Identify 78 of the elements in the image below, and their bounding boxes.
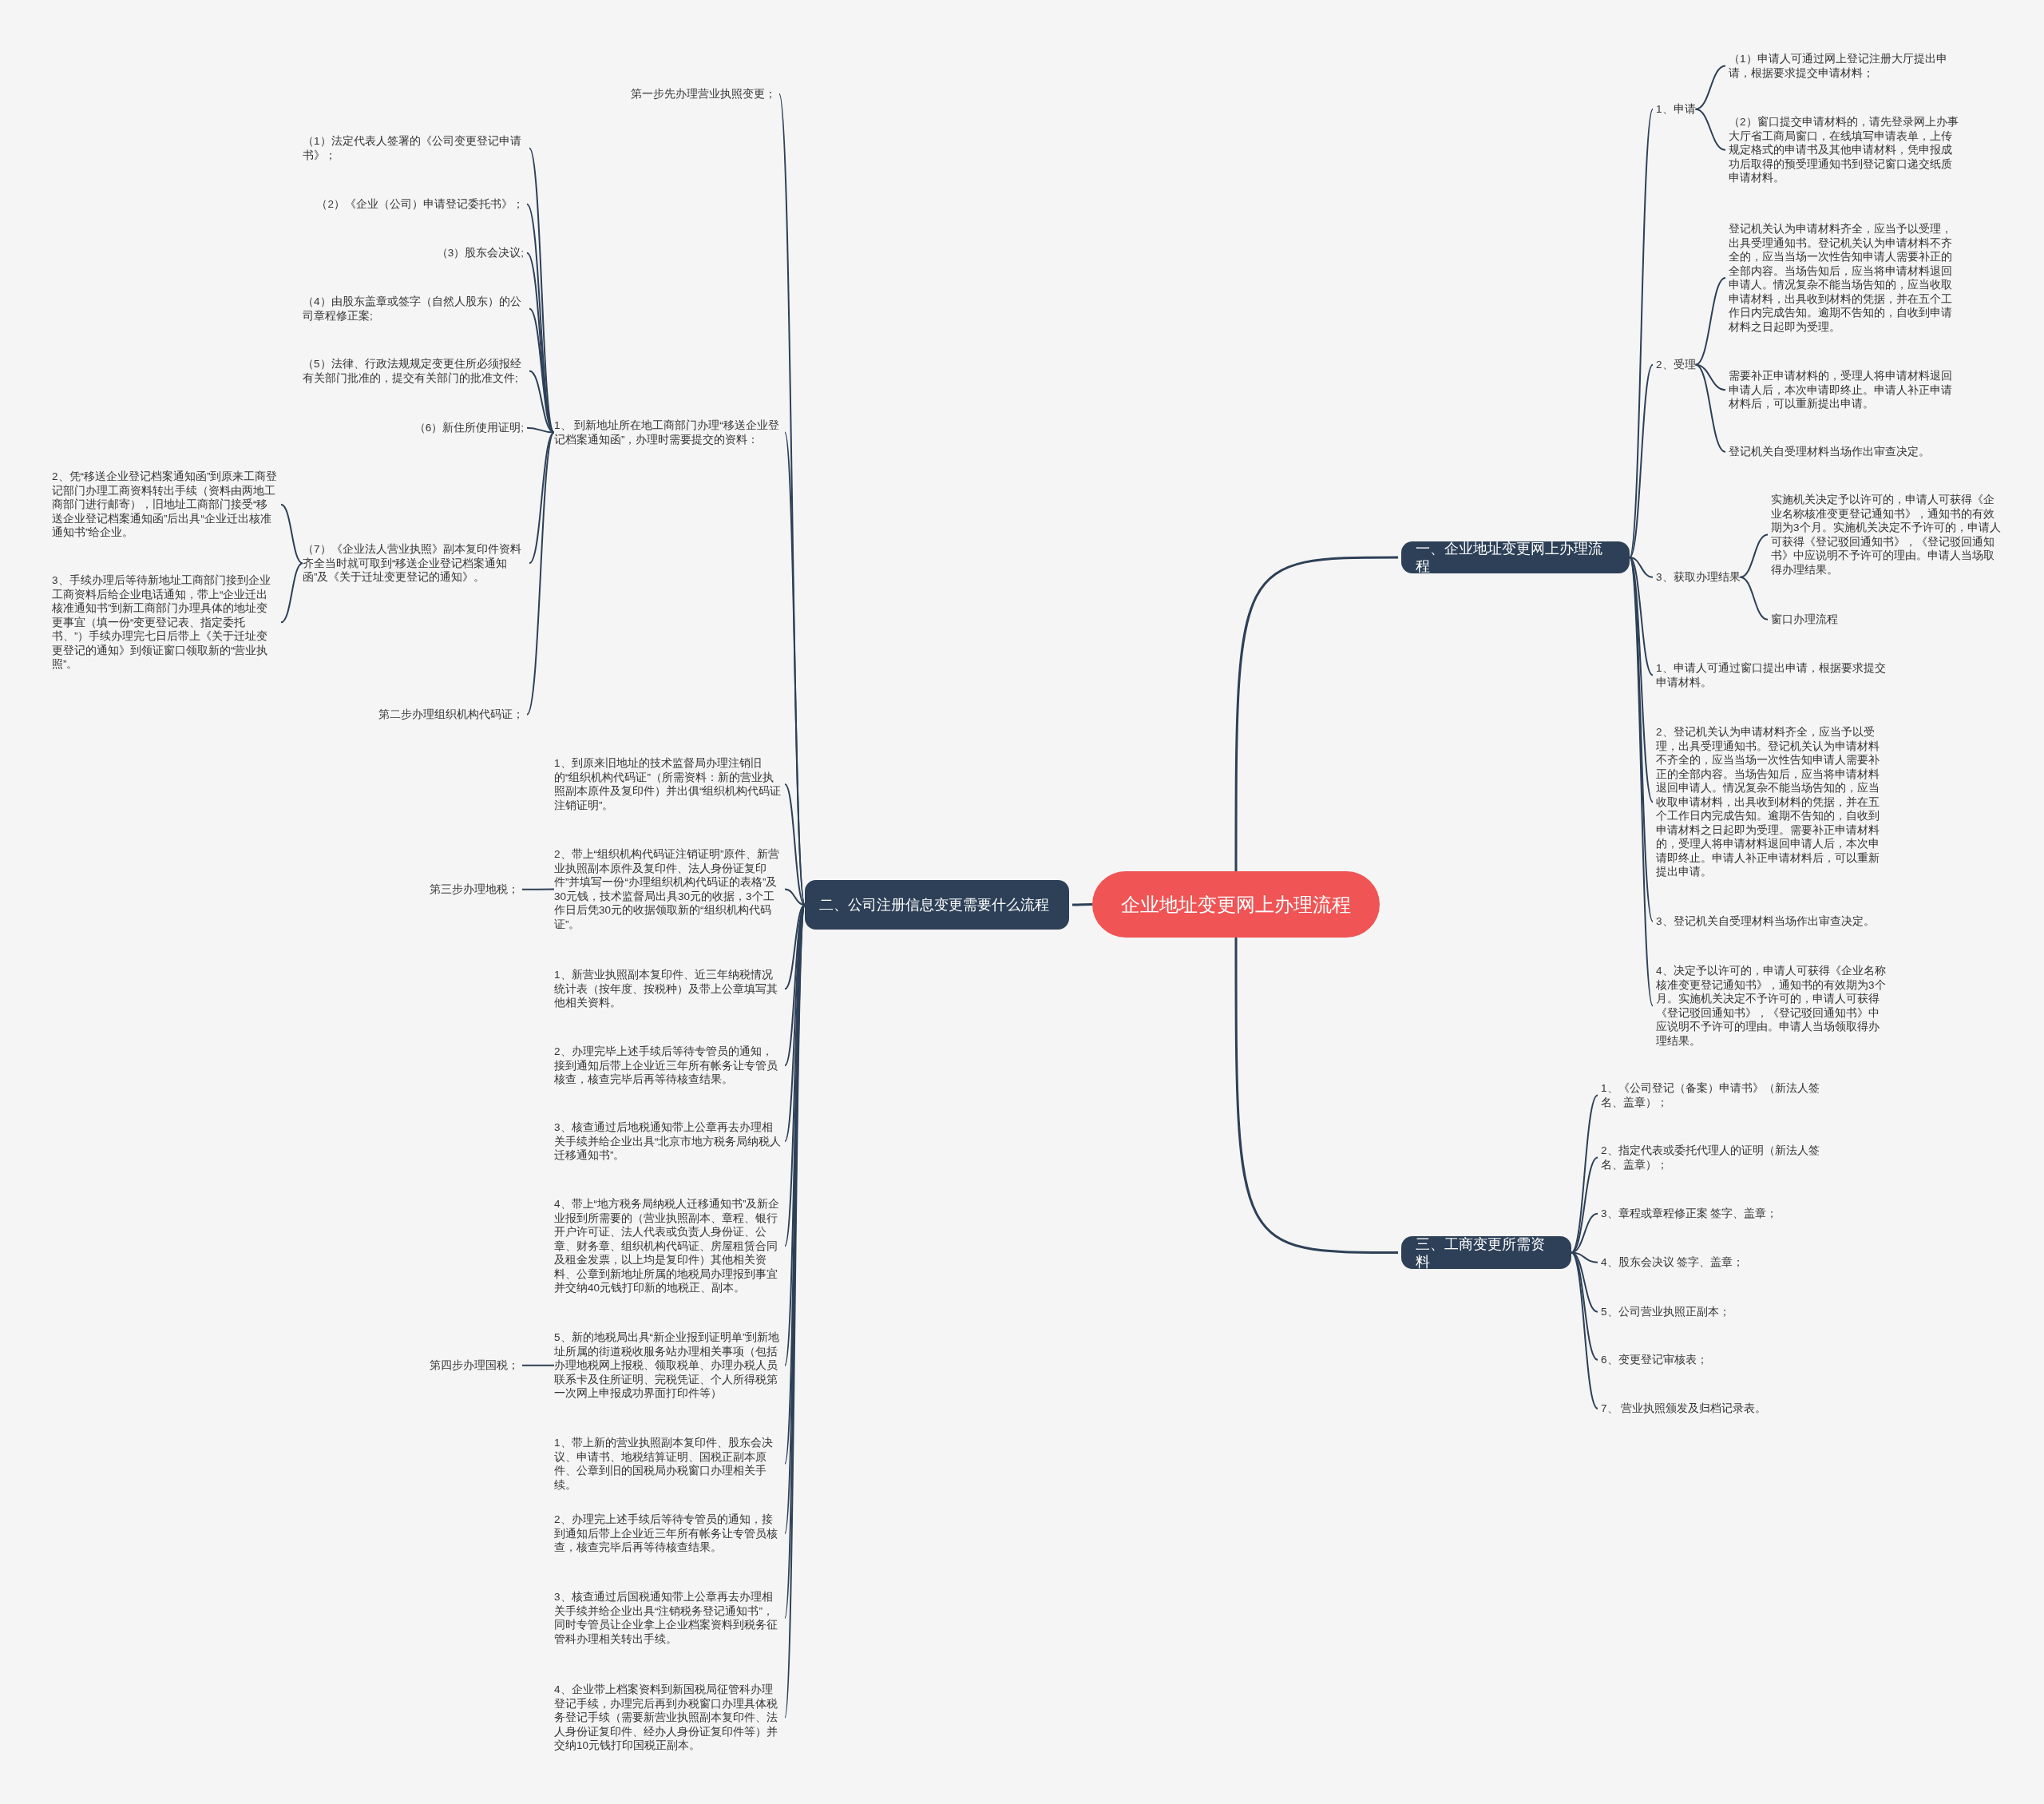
connector-line [521, 1364, 555, 1366]
subtopic-text: 登记机关自受理材料当场作出审查决定。 [1729, 445, 1930, 459]
subtopic-text: 第四步办理国税； [430, 1358, 519, 1373]
connector-line [521, 888, 555, 890]
connector-line [526, 203, 555, 434]
subtopic-text: 6、变更登记审核表； [1601, 1353, 1708, 1367]
connector-line [1739, 576, 1769, 620]
connector-line [1739, 533, 1769, 578]
subtopic-text: （2）《企业（公司）申请登记委托书》； [316, 197, 524, 212]
subtopic-text: （7）《企业法人营业执照》副本复印件资料齐全当时就可取到“移送企业登记档案通知函”及《关于迁址变更登记的通知》。 [303, 542, 526, 585]
subtopic-text: 2、凭“移送企业登记档案通知函”到原来工商登记部门办理工商资料转出手续（资料由两地工商部门进行邮寄），旧地址工商部门接受“移送企业登记档案通知函”后出具“企业迁出核准通知书”给企业。 [52, 470, 278, 540]
connector-line [280, 562, 303, 624]
subtopic-text: 4、带上“地方税务局纳税人迁移通知书”及新企业报到所需要的（营业执照副本、章程、银行开户许可证、法人代表或负责人身份证、公章、财务章、组织机构代码证、房屋租赁合同及租金发票，以上均是复印件）其他相关资料、公章到新地址所属的地税局办理报到事宜并交纳40元钱打印新的地税正、副本。 [554, 1197, 782, 1295]
connector-line [784, 904, 806, 990]
subtopic-text: 3、核查通过后国税通知带上公章再去办理相关手续并给企业出具“注销税务登记通知书”，同时专管员让企业拿上企业档案资料到税务征管科办理相关转出手续。 [554, 1590, 782, 1646]
subtopic-text: 3、核查通过后地税通知带上公章再去办理相关手续并给企业出具“北京市地方税务局纳税人迁移通知书”。 [554, 1120, 782, 1163]
subtopic-text: 5、新的地税局出具“新企业报到证明单”到新地址所属的街道税收服务站办理相关事项（包括办理地税网上报税、领取税单、办理办税人员联系卡及住所证明、完税凭证、个人所得税第一次网上申报成功界面打印件等） [554, 1330, 782, 1401]
subtopic-text: 2、带上“组织机构代码证注销证明”原件、新营业执照副本原件及复印件、法人身份证复印件”并填写一份“办理组织机构代码证的表格”及30元钱，技术监督局出具30元的收据，3个工作日后凭30元的收据领取新的“组织机构代码证”。 [554, 847, 782, 931]
subtopic-text: 1、带上新的营业执照副本复印件、股东会决议、申请书、地税结算证明、国税正副本原件、公章到旧的国税局办税窗口办理相关手续。 [554, 1436, 782, 1492]
connector-line [1694, 363, 1726, 453]
subtopic-text: 2、办理完上述手续后等待专管员的通知，接到通知后带上企业近三年所有帐务让专管员核查，核查完毕后再等待核查结果。 [554, 1513, 782, 1555]
connector-line [1629, 557, 1654, 578]
subtopic-text: 第三步办理地税； [430, 882, 519, 897]
subtopic-text: 需要补正申请材料的，受理人将申请材料退回申请人后，本次申请即终止。申请人补正申请材料后，可以重新提出申请。 [1729, 369, 1960, 411]
connector-line [1234, 938, 1398, 1254]
subtopic-text: 3、章程或章程修正案 签字、盖章； [1601, 1207, 1778, 1221]
central-topic: 企业地址变更网上办理流程 [1092, 871, 1380, 938]
subtopic-text: 3、手续办理后等待新地址工商部门接到企业工商资料后给企业电话通知，带上“企业迁出核准通知书”到新工商部门办理具体的地址变更事宜（填一份“变更登记表、指定委托书、”）手续办理完七日后带上《关于迁址变更登记的通知》到领证窗口领取新的“营业执照”。 [52, 573, 278, 672]
connector-line [526, 431, 555, 716]
subtopic-text: 1、申请人可通过窗口提出申请，根据要求提交申请材料。 [1656, 661, 1888, 689]
connector-line [1694, 277, 1726, 366]
connector-line [1629, 363, 1654, 558]
subtopic-text: 2、指定代表或委托代理人的证明（新法人签名、盖章）； [1601, 1144, 1832, 1172]
subtopic-text: 5、公司营业执照正副本； [1601, 1305, 1730, 1319]
subtopic-text: 2、登记机关认为申请材料齐全，应当予以受理，出具受理通知书。登记机关认为申请材料不齐全的，应当当场一次性告知申请人需要补正的全部内容。当场告知后，应当将申请材料退回申请人。情况复杂不能当场告知的，应当收取申请材料，出具收到材料的凭据，并在五个工作日内完成告知。逾期不告知的，自收到申请材料之日起即为受理。需要补正申请材料的，受理人将申请材料退回申请人后，本次申请即终止。申请人补正申请材料后，可以重新提出申请。 [1656, 725, 1888, 879]
subtopic-text: 4、决定予以许可的，申请人可获得《企业名称核准变更登记通知书》，通知书的有效期为3个月。实施机关决定不予许可的，申请人可获得《登记驳回通知书》，《登记驳回通知书》中应说明不予许可的理由。申请人当场领取得办理结果。 [1656, 964, 1888, 1048]
subtopic-text: 第一步先办理营业执照变更； [631, 87, 776, 101]
connector-line [784, 431, 806, 906]
subtopic-text: 7、 营业执照颁发及归档记录表。 [1601, 1402, 1767, 1416]
subtopic-text: 实施机关决定予以许可的，申请人可获得《企业名称核准变更登记通知书》，通知书的有效期为3个月。实施机关决定不予许可的，申请人可获得《登记驳回通知书》，《登记驳回通知书》中应说明不予许可的理由。申请人当场取得办理结果。 [1771, 493, 2002, 577]
subtopic-text: 窗口办理流程 [1771, 613, 1838, 627]
subtopic-text: 1、 到新地址所在地工商部门办理“移送企业登记档案通知函”，办理时需要提交的资料： [554, 418, 782, 446]
subtopic-text: （1）申请人可通过网上登记注册大厅提出申请，根据要求提交申请材料； [1729, 52, 1960, 80]
subtopic-text: 登记机关认为申请材料齐全，应当予以受理，出具受理通知书。登记机关认为申请材料不齐全的，应当当场一次性告知申请人需要补正的全部内容。当场告知后，应当将申请材料退回申请人。情况复杂不能当场告知的，应当收取申请材料，出具收到材料的凭据，并在五个工作日内完成告知。逾期不告知的，自收到申请材料之日起即为受理。 [1729, 222, 1960, 334]
subtopic-text: （6）新住所使用证明; [414, 421, 524, 435]
connector-line [1072, 903, 1092, 906]
connector-line [1571, 1156, 1598, 1254]
connector-line [1571, 1251, 1598, 1361]
connector-line [280, 503, 303, 565]
connector-line [529, 431, 555, 565]
subtopic-text: 4、股东会决议 签字、盖章； [1601, 1255, 1745, 1270]
subtopic-text: （1）法定代表人签署的《公司变更登记申请书》； [303, 134, 526, 162]
connector-line [784, 888, 806, 906]
subtopic-text: （5）法律、行政法规规定变更住所必须报经有关部门批准的，提交有关部门的批准文件; [303, 357, 526, 385]
branch-topic: 三、工商变更所需资料 [1401, 1236, 1571, 1269]
connector-line [784, 783, 806, 906]
subtopic-text: （2）窗口提交申请材料的，请先登录网上办事大厅省工商局窗口，在线填写申请表单，上传规定格式的申请书及其他申请材料，凭申报成功后取得的预受理通知书到登记窗口递交纸质申请材料。 [1729, 115, 1960, 185]
subtopic-text: 2、受理 [1656, 358, 1696, 372]
connector-line [1571, 1251, 1598, 1409]
subtopic-text: 3、登记机关自受理材料当场作出审查决定。 [1656, 914, 1875, 929]
connector-line [1694, 65, 1726, 110]
branch-topic: 一、企业地址变更网上办理流程 [1401, 541, 1630, 573]
connector-line [526, 426, 555, 434]
subtopic-text: （4）由股东盖章或签字（自然人股东）的公司章程修正案; [303, 295, 526, 323]
connector-line [529, 370, 555, 434]
subtopic-text: 1、到原来旧地址的技术监督局办理注销旧的“组织机构代码证”（所需资料：新的营业执照副本原件及复印件）并出俱“组织机构代码证注销证明”。 [554, 756, 782, 812]
connector-line [1694, 108, 1726, 151]
subtopic-text: 第二步办理组织机构代码证； [378, 708, 524, 722]
subtopic-text: 3、获取办理结果 [1656, 570, 1741, 585]
subtopic-text: 2、办理完毕上述手续后等待专管员的通知，接到通知后带上企业近三年所有帐务让专管员核查，核查完毕后再等待核查结果。 [554, 1045, 782, 1087]
subtopic-text: 1、《公司登记（备案）申请书》（新法人签名、盖章）； [1601, 1081, 1832, 1109]
branch-topic: 二、公司注册信息变更需要什么流程 [805, 880, 1069, 930]
connector-line [1234, 556, 1398, 871]
subtopic-text: 1、申请 [1656, 102, 1696, 117]
subtopic-text: 4、企业带上档案资料到新国税局征管科办理登记手续，办理完后再到办税窗口办理具体税务登记手续（需要新营业执照副本复印件、法人身份证复印件、经办人身份证复印件等）并交纳10元钱打印国税正副本。 [554, 1683, 782, 1753]
subtopic-text: 1、新营业执照副本复印件、近三年纳税情况统计表（按年度、按税种）及带上公章填写其他相关资料。 [554, 968, 782, 1010]
connector-line [1629, 557, 1654, 676]
subtopic-text: （3）股东会决议; [436, 246, 524, 260]
